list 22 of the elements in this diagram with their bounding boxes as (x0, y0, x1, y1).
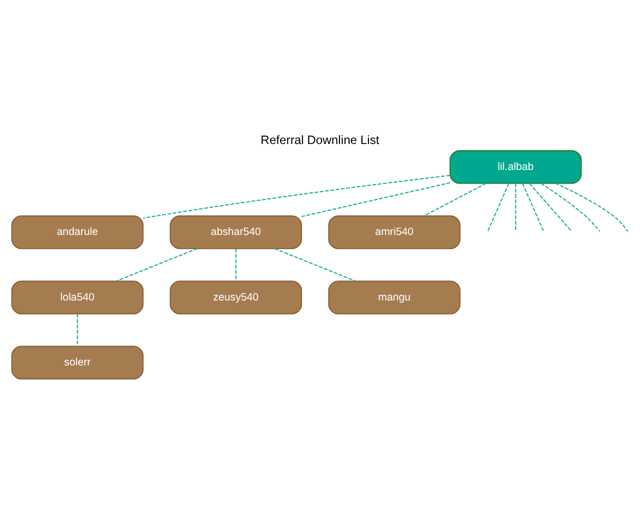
connector (540, 182, 600, 232)
connector (515, 183, 516, 231)
node-box: zeusy540 (170, 280, 302, 314)
node-box: abshar540 (170, 214, 302, 249)
node-box: lola540 (11, 280, 144, 314)
connector (522, 182, 544, 232)
node-box: mangu (328, 280, 461, 314)
connector (76, 313, 78, 346)
connector (235, 248, 236, 281)
connector (274, 248, 356, 282)
connector (487, 182, 510, 232)
diagram-title: Referral Downline List (260, 132, 380, 146)
connector (143, 174, 450, 218)
connector (301, 182, 450, 217)
node-box: amri540 (328, 214, 461, 249)
connector (529, 182, 572, 232)
node-box: solerr (11, 345, 144, 380)
node-box: andarule (11, 214, 144, 249)
connector (116, 248, 198, 282)
node-box: lil.albab (450, 150, 582, 184)
connector (555, 182, 628, 232)
connector (424, 182, 486, 216)
